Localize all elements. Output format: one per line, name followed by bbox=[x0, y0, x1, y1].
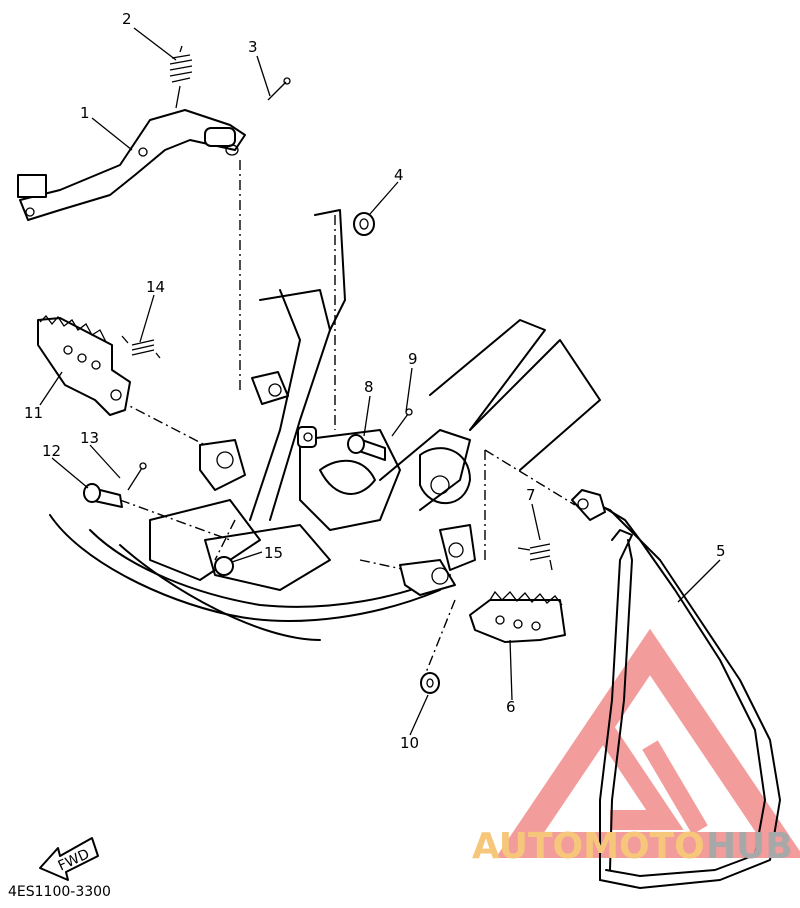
frame-drawing bbox=[49, 209, 601, 641]
footrest-spring-14 bbox=[121, 335, 161, 359]
callout-14: 14 bbox=[146, 278, 165, 296]
cotter-pin-3 bbox=[267, 77, 291, 101]
callout-3: 3 bbox=[248, 38, 258, 56]
pin-12 bbox=[83, 483, 123, 508]
callout-leaders bbox=[39, 27, 721, 736]
callout-2: 2 bbox=[122, 10, 132, 28]
cotter-pin-9 bbox=[391, 408, 413, 437]
footrest-mount bbox=[399, 559, 456, 596]
diagram-code: 4ES1100-3300 bbox=[8, 884, 111, 900]
washer-10 bbox=[420, 672, 440, 694]
fwd-label: FWD bbox=[56, 846, 92, 874]
watermark-text-hub: HUB bbox=[706, 826, 793, 867]
watermark-text-automoto: AUTOMOTO bbox=[472, 826, 705, 867]
pedal-return-spring bbox=[169, 45, 193, 109]
callout-labels: 2 3 1 4 14 11 13 12 8 9 15 7 5 6 10 bbox=[24, 10, 726, 752]
boss-15 bbox=[214, 556, 234, 576]
assembly-lines bbox=[117, 160, 576, 676]
callout-15: 15 bbox=[264, 544, 283, 562]
watermark-logo bbox=[495, 628, 800, 858]
callout-5: 5 bbox=[716, 542, 726, 560]
callout-10: 10 bbox=[400, 734, 419, 752]
callout-1: 1 bbox=[80, 104, 90, 122]
footrest-left bbox=[37, 315, 131, 416]
pin-8 bbox=[347, 434, 386, 461]
callout-7: 7 bbox=[526, 486, 536, 504]
brake-pedal bbox=[17, 109, 246, 221]
callout-8: 8 bbox=[364, 378, 374, 396]
washer-4 bbox=[353, 212, 375, 236]
callout-12: 12 bbox=[42, 442, 61, 460]
cotter-pin-13 bbox=[127, 462, 147, 491]
fwd-arrow: FWD bbox=[39, 837, 99, 881]
side-stand bbox=[571, 489, 781, 889]
callout-13: 13 bbox=[80, 429, 99, 447]
footrest-spring-7 bbox=[517, 543, 553, 571]
callout-4: 4 bbox=[394, 166, 404, 184]
callout-11: 11 bbox=[24, 404, 43, 422]
footrest-right bbox=[469, 590, 566, 643]
callout-9: 9 bbox=[408, 350, 418, 368]
callout-6: 6 bbox=[506, 698, 516, 716]
